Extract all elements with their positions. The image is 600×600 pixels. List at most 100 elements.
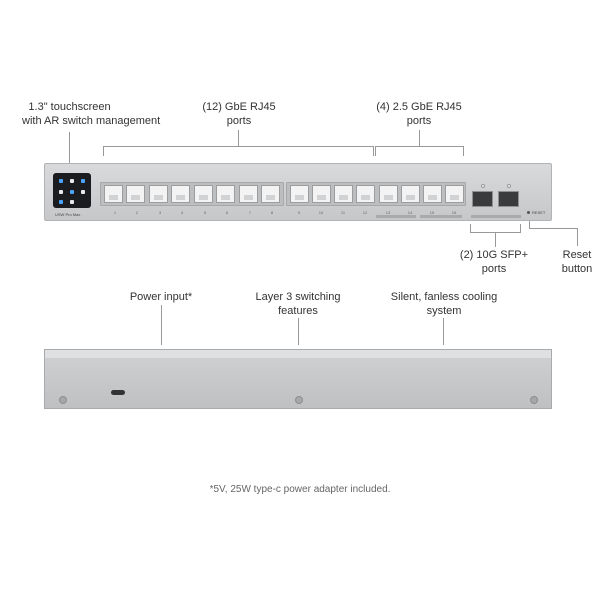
port-number: 1 [113, 210, 117, 215]
status-strip-1 [376, 215, 416, 218]
reset-leader-v [529, 218, 530, 228]
sfp-led-1 [481, 184, 485, 188]
reset-button[interactable] [527, 211, 530, 214]
port-number: 14 [407, 210, 413, 215]
reset-label: Reset button [557, 248, 597, 276]
port-number: 5 [203, 210, 207, 215]
touchscreen[interactable] [53, 173, 91, 208]
layer3-label: Layer 3 switching features [248, 290, 348, 318]
screw-icon [295, 396, 303, 404]
cooling-label: Silent, fanless cooling system [383, 290, 505, 318]
rear-panel-top-edge [45, 350, 551, 358]
gbe-ports-label-line2: ports [226, 115, 252, 127]
ports-25-label-line1: (4) 2.5 GbE RJ45 [376, 101, 462, 113]
gbe-bracket-top [103, 146, 373, 147]
switch-front-panel: USW Pro Max 1 2 3 4 5 6 7 8 9 10 11 12 1… [44, 163, 552, 221]
port-number: 13 [385, 210, 391, 215]
screen-icon-5 [70, 190, 74, 194]
cooling-label-line1: Silent, fanless cooling [390, 291, 498, 303]
rj45-port-4[interactable] [171, 185, 190, 203]
ports25-bracket-top [375, 146, 463, 147]
rj45-group-1 [100, 182, 284, 206]
cooling-label-line2: system [426, 305, 462, 317]
reset-label-line2: button [561, 263, 593, 275]
port-number: 4 [180, 210, 184, 215]
rj45-port-8[interactable] [261, 185, 280, 203]
status-strip-2 [420, 215, 462, 218]
gbe-bracket-center [238, 130, 239, 146]
gbe-bracket-right [373, 146, 374, 156]
rj45-port-6[interactable] [216, 185, 235, 203]
sfp-ports-label-line2: ports [481, 263, 507, 275]
touchscreen-label-line2: with AR switch management [22, 115, 161, 127]
usb-c-power-port[interactable] [111, 390, 125, 395]
screen-icon-6 [81, 190, 85, 194]
cooling-leader [443, 318, 444, 345]
sfp-bracket-bottom [470, 232, 520, 233]
layer3-leader [298, 318, 299, 345]
screen-icon-8 [70, 200, 74, 204]
status-strip-3 [471, 215, 521, 218]
port-number: 9 [297, 210, 301, 215]
rj45-group-2 [286, 182, 466, 206]
touchscreen-label: 1.3" touchscreen with AR switch manageme… [22, 100, 161, 128]
port-number: 8 [270, 210, 274, 215]
port-number: 7 [248, 210, 252, 215]
model-label: USW Pro Max [55, 212, 81, 217]
rj45-port-3[interactable] [149, 185, 168, 203]
reset-leader-h [529, 228, 577, 229]
rj45-port-1[interactable] [104, 185, 123, 203]
rj45-port-9[interactable] [290, 185, 309, 203]
rj45-port-11[interactable] [334, 185, 353, 203]
screen-icon-4 [59, 190, 63, 194]
rj45-port-5[interactable] [194, 185, 213, 203]
screw-icon [530, 396, 538, 404]
rj45-port-2[interactable] [126, 185, 145, 203]
reset-leader-down [577, 228, 578, 246]
screen-icon-2 [70, 179, 74, 183]
power-leader [161, 305, 162, 345]
gbe-ports-label-line1: (12) GbE RJ45 [202, 101, 276, 113]
port-number: 12 [362, 210, 368, 215]
rj45-port-15[interactable] [423, 185, 442, 203]
rj45-port-7[interactable] [239, 185, 258, 203]
ports25-bracket-center [419, 130, 420, 146]
sfp-bracket-left [470, 224, 471, 233]
screw-icon [59, 396, 67, 404]
touchscreen-leader [69, 132, 70, 177]
power-label: Power input* [116, 290, 206, 304]
sfp-ports-label: (2) 10G SFP+ ports [450, 248, 538, 276]
sfp-ports-label-line1: (2) 10G SFP+ [459, 249, 529, 261]
screen-icon-3 [81, 179, 85, 183]
reset-label-line1: Reset [562, 249, 592, 261]
port-number: 6 [225, 210, 229, 215]
ports-25-label: (4) 2.5 GbE RJ45 ports [369, 100, 469, 128]
rj45-port-10[interactable] [312, 185, 331, 203]
sfp-port-1[interactable] [472, 191, 493, 207]
screen-icon-1 [59, 179, 63, 183]
layer3-label-line2: features [278, 305, 318, 317]
footnote: *5V, 25W type-c power adapter included. [209, 484, 391, 495]
port-number: 3 [158, 210, 162, 215]
screen-icon-7 [59, 200, 63, 204]
port-number: 2 [135, 210, 139, 215]
port-number: 15 [429, 210, 435, 215]
rj45-port-12[interactable] [356, 185, 375, 203]
rj45-port-13[interactable] [379, 185, 398, 203]
rj45-port-14[interactable] [401, 185, 420, 203]
ports25-bracket-left [375, 146, 376, 156]
ports25-bracket-right [463, 146, 464, 156]
sfp-led-2 [507, 184, 511, 188]
reset-text: RESET [532, 210, 546, 215]
sfp-bracket-right [520, 224, 521, 233]
port-number: 10 [318, 210, 324, 215]
port-number: 16 [451, 210, 457, 215]
sfp-bracket-center [495, 233, 496, 247]
port-number: 11 [340, 210, 346, 215]
layer3-label-line1: Layer 3 switching [255, 291, 341, 303]
ports-25-label-line2: ports [406, 115, 432, 127]
gbe-ports-label: (12) GbE RJ45 ports [200, 100, 278, 128]
switch-rear-panel [44, 349, 552, 409]
rj45-port-16[interactable] [445, 185, 464, 203]
sfp-port-2[interactable] [498, 191, 519, 207]
